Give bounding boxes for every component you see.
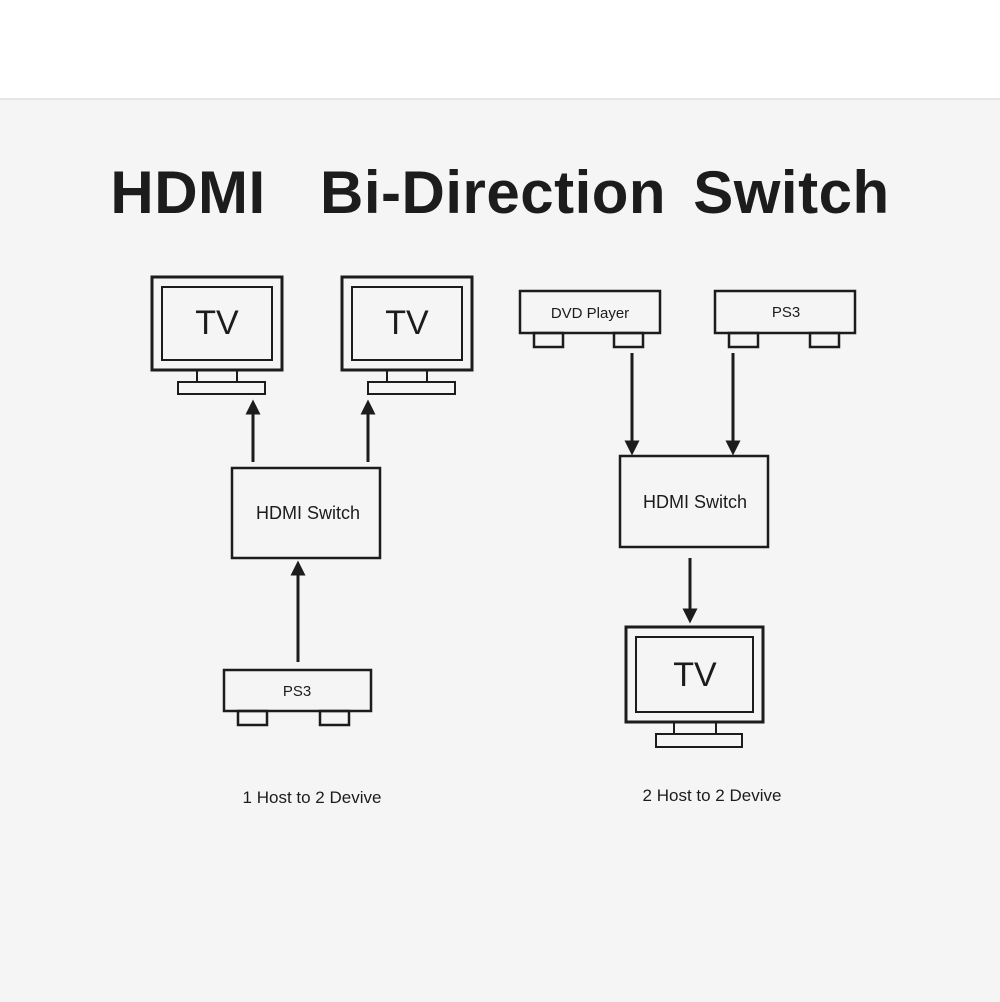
- diagram-title: HDMI Bi-Direction Switch: [110, 159, 890, 226]
- hdmi-switch-label-left: HDMI Switch: [256, 503, 360, 523]
- caption-right: 2 Host to 2 Devive: [643, 786, 782, 805]
- tv-icon-left-1: [150, 275, 284, 395]
- tv-icon-left-2: [340, 275, 474, 395]
- ps3-device-icon-right: [713, 289, 857, 349]
- ps3-label-right: PS3: [772, 304, 800, 321]
- hdmi-switch-box-left: [230, 466, 382, 560]
- tv-icon-right: [624, 625, 765, 748]
- tv-label-left-1: TV: [195, 304, 239, 342]
- caption-left: 1 Host to 2 Devive: [243, 788, 382, 807]
- ps3-device-icon-left: [222, 668, 373, 727]
- tv-label-right: TV: [673, 656, 717, 694]
- packaging-panel: [0, 98, 1000, 1002]
- hdmi-switch-box-right: [618, 454, 770, 549]
- ps3-label-left: PS3: [283, 683, 311, 700]
- tv-label-left-2: TV: [385, 304, 429, 342]
- dvd-player-device-icon: [518, 289, 662, 349]
- hdmi-switch-label-right: HDMI Switch: [643, 492, 747, 512]
- dvd-player-label: DVD Player: [551, 305, 629, 322]
